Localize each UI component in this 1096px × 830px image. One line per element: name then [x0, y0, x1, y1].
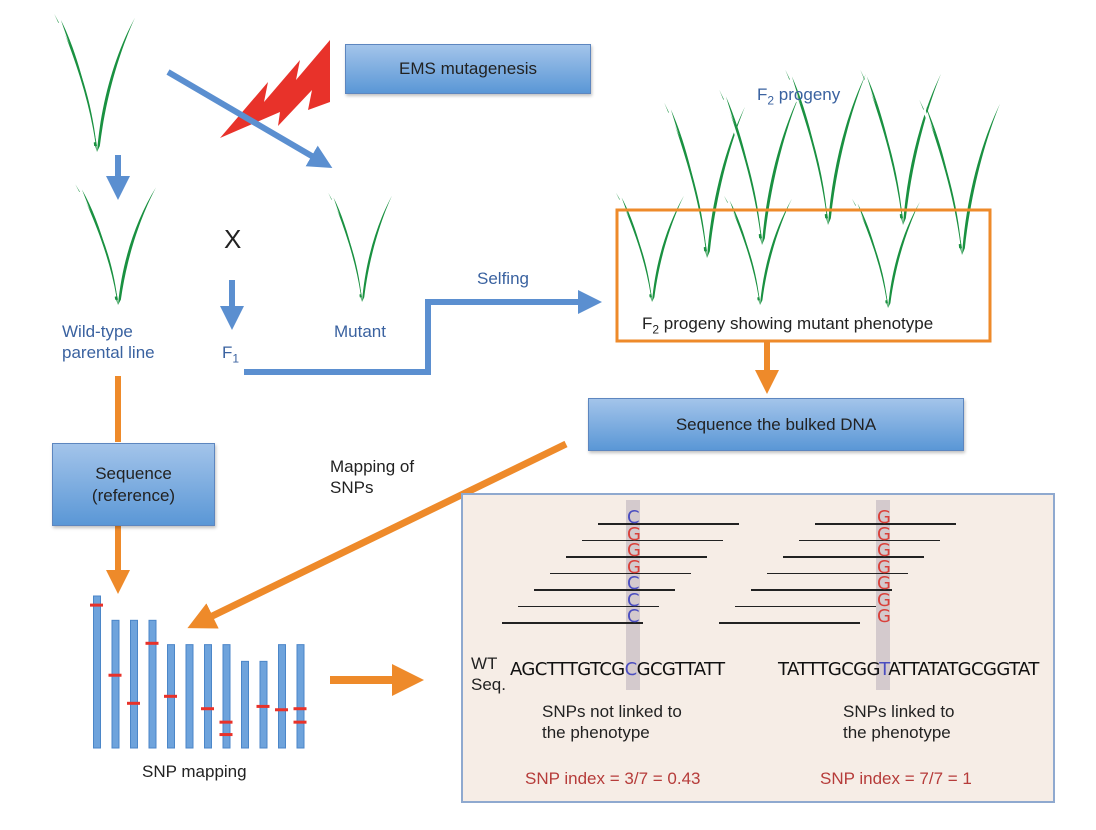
- wild-type-plant-top-icon: [52, 12, 137, 154]
- mutagenesis-arrow: [166, 69, 333, 169]
- sequencing-read: [767, 572, 908, 574]
- snp-marker: [201, 707, 214, 711]
- snp-marker: [145, 641, 159, 645]
- snp-marker: [127, 701, 140, 705]
- selfing-label: Selfing: [477, 269, 529, 288]
- read-base: G: [627, 556, 641, 578]
- read-base: G: [877, 606, 891, 627]
- cross-symbol: X: [224, 224, 242, 254]
- f2-progeny-label: F2 progeny: [757, 85, 841, 108]
- snp-marker: [275, 708, 288, 712]
- chromosome-bar: [296, 644, 305, 749]
- sequencing-read: [582, 539, 723, 541]
- read-base: G: [627, 540, 641, 561]
- chromosome-bar: [241, 660, 249, 749]
- read-base: G: [877, 556, 891, 578]
- read-base: C: [627, 507, 640, 528]
- sequencing-read: [550, 572, 691, 574]
- read-base: C: [627, 589, 640, 611]
- snp-marker: [90, 603, 103, 607]
- read-base: C: [627, 573, 640, 594]
- chromosome-bar: [222, 644, 231, 749]
- sequencing-read: [719, 622, 860, 624]
- snp-column-right: [876, 500, 890, 690]
- sequencing-read: [598, 523, 739, 525]
- f1-label: F1: [222, 343, 240, 366]
- sequencing-read: [751, 589, 892, 591]
- chromosome-bar: [259, 660, 268, 749]
- chromosome-bar: [278, 644, 286, 749]
- sequence-reference-line2: (reference): [91, 485, 176, 505]
- sequencing-read: [566, 556, 707, 558]
- chromosome-bar: [111, 619, 120, 749]
- sequencing-read: [815, 523, 956, 525]
- snp-marker: [219, 733, 233, 737]
- chromosome-bar: [130, 619, 138, 749]
- selfing-arrow: [244, 290, 602, 375]
- sequence-reference-box: Sequence (reference): [52, 443, 215, 526]
- snp-column-left: [626, 500, 640, 690]
- f2-mutant-phenotype-label: F2 progeny showing mutant phenotype: [642, 314, 934, 337]
- chromosome-bar: [148, 619, 157, 749]
- sequencing-read: [783, 556, 924, 558]
- snp-marker: [256, 704, 270, 708]
- chromosome-bar: [185, 644, 194, 749]
- sequence-bulked-dna-label: Sequence the bulked DNA: [675, 414, 877, 434]
- sequencing-read: [735, 605, 876, 607]
- snp-marker: [293, 707, 307, 711]
- read-base: G: [877, 573, 891, 594]
- snp-marker: [293, 720, 307, 724]
- snp-index-left: SNP index = 3/7 = 0.43: [525, 769, 701, 788]
- chromosome-bar: [93, 595, 101, 749]
- ems-mutagenesis-label: EMS mutagenesis: [399, 59, 537, 78]
- lightning-icon: [220, 40, 330, 138]
- sequencing-read: [518, 605, 659, 607]
- snp-index-right: SNP index = 7/7 = 1: [820, 769, 972, 788]
- sequencing-read: [502, 622, 643, 624]
- snp-mapping-label: SNP mapping: [142, 762, 247, 781]
- read-base: G: [877, 589, 891, 611]
- sequence-reference-line1: Sequence: [95, 463, 172, 483]
- read-base: G: [877, 523, 891, 545]
- wt-sequence-left: AGCTTTGTCGCGCGTTATT: [510, 659, 725, 680]
- read-base: G: [877, 540, 891, 561]
- mutant-plant-icon: [327, 191, 394, 304]
- mutant-label: Mutant: [334, 322, 386, 341]
- sequencing-read: [534, 589, 675, 591]
- read-base: C: [627, 606, 640, 627]
- f2-mutant-phenotype-box: [615, 208, 992, 343]
- sequencing-read: [799, 539, 940, 541]
- snp-marker: [219, 720, 233, 724]
- read-base: G: [627, 523, 641, 545]
- wild-type-parental-plant-icon: [73, 182, 158, 307]
- chromosome-bar: [204, 644, 212, 749]
- snp-marker: [164, 694, 177, 698]
- read-base: G: [877, 507, 891, 528]
- snp-marker: [108, 673, 122, 677]
- mapping-of-snps-arrow: [187, 440, 568, 629]
- ems-mutagenesis-box: EMS mutagenesis: [345, 44, 591, 94]
- wt-sequence-right: TATTTGCGGTATTATATGCGGTAT: [778, 659, 1039, 680]
- sequence-bulked-dna-box: Sequence the bulked DNA: [588, 398, 964, 451]
- chromosome-set: [90, 595, 307, 749]
